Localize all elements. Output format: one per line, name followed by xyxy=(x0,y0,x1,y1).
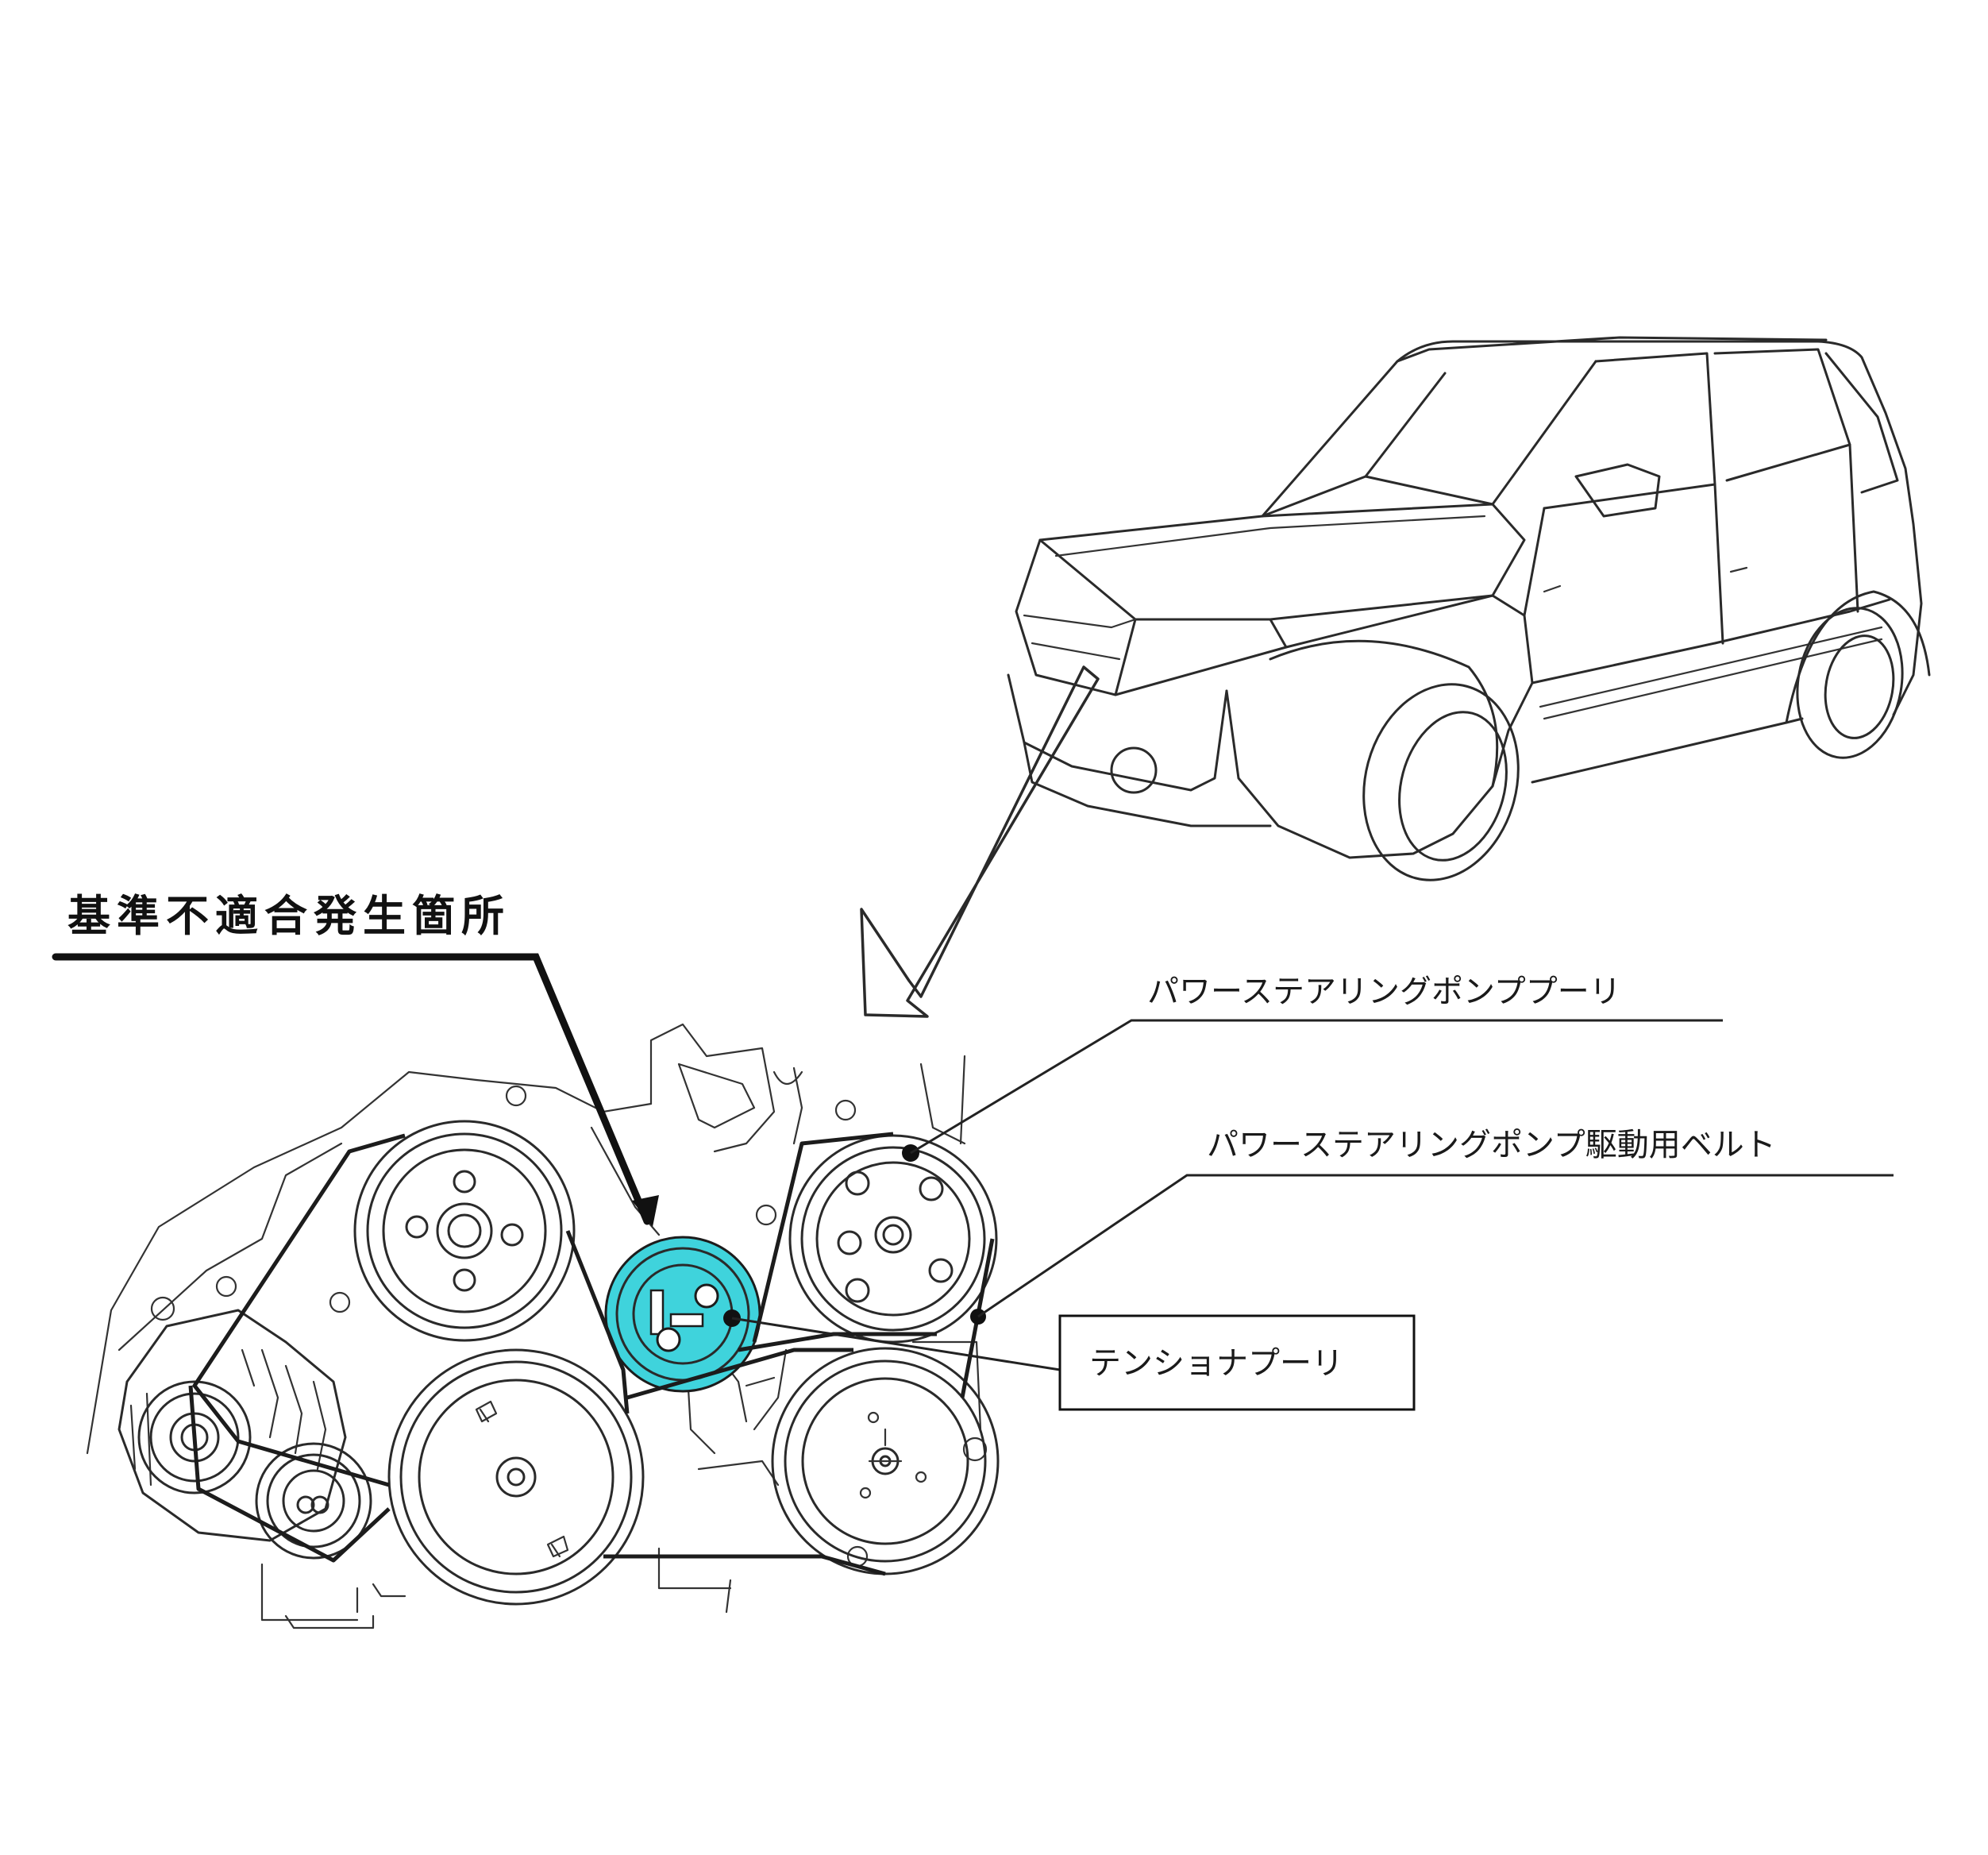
engine-front-drawing xyxy=(86,1023,1000,1629)
ac-compressor-pulley xyxy=(745,1347,1000,1575)
tensioner-pulley xyxy=(604,1236,761,1393)
label-ps-pump-drive-belt: パワーステアリングポンプ駆動用ベルト xyxy=(1207,1127,1776,1163)
zoom-arrow xyxy=(860,665,1100,1018)
water-pump-pulley xyxy=(353,1120,576,1342)
crankshaft-pulley xyxy=(387,1348,645,1606)
power-steering-pump-pulley xyxy=(788,1134,998,1344)
label-defect-location: 基準不適合発生箇所 xyxy=(67,891,510,941)
alternator xyxy=(118,1309,347,1542)
drive-belts xyxy=(188,1132,995,1576)
label-ps-pump-pulley: パワーステアリングポンププーリ xyxy=(1147,974,1621,1010)
idler-pulley xyxy=(255,1442,372,1560)
label-tensioner-pulley: テンショナプーリ xyxy=(1089,1345,1343,1382)
tensioner-label-box xyxy=(1058,1314,1416,1411)
suv-illustration xyxy=(1007,336,1931,881)
callout-lines xyxy=(52,953,1894,1371)
